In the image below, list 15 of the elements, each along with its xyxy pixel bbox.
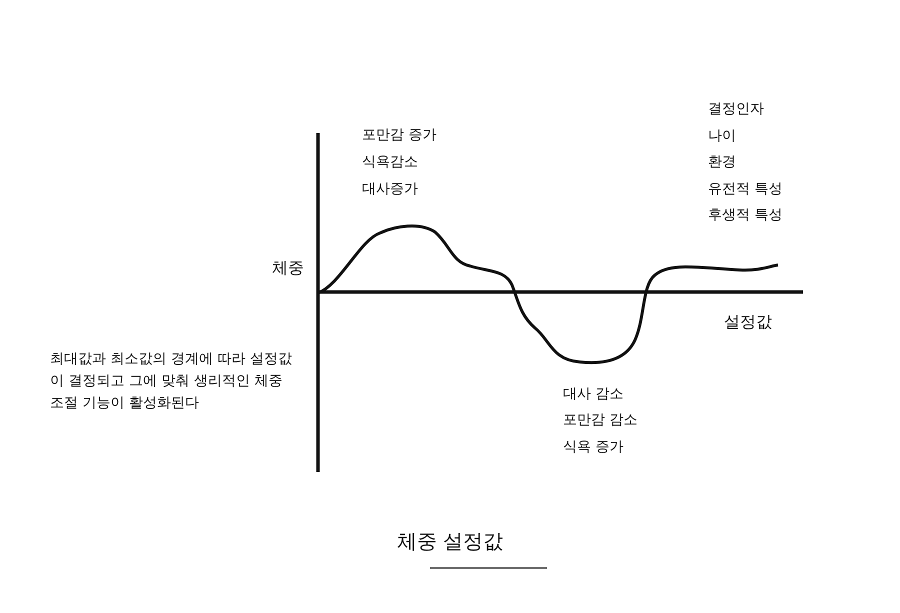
annotation-text: 포만감 증가: [362, 126, 436, 144]
annotation-text: 식욕감소: [362, 153, 418, 171]
annotation-text: 대사증가: [362, 180, 418, 198]
annotation-text: 후생적 특성: [708, 206, 782, 224]
annotation-text: 포만감 감소: [563, 411, 638, 429]
annotation-text: 나이: [708, 127, 736, 145]
annotation-text: 환경: [708, 153, 736, 171]
annotation-text: 대사 감소: [563, 385, 624, 403]
annotation-text: 결정인자: [708, 100, 764, 118]
note: 최대값과 최소값의 경계에 따라 설정값이 결정되고 그에 맞춰 생리적인 체중 조절 기능이 활성화된다: [50, 350, 293, 413]
annotation-text: 식욕 증가: [563, 438, 624, 456]
annotation-text: 유전적 특성: [708, 180, 782, 198]
axis-label: 설정값: [724, 313, 772, 331]
title: 체중 설정값: [396, 529, 504, 553]
axis-label: 체중: [272, 259, 304, 277]
